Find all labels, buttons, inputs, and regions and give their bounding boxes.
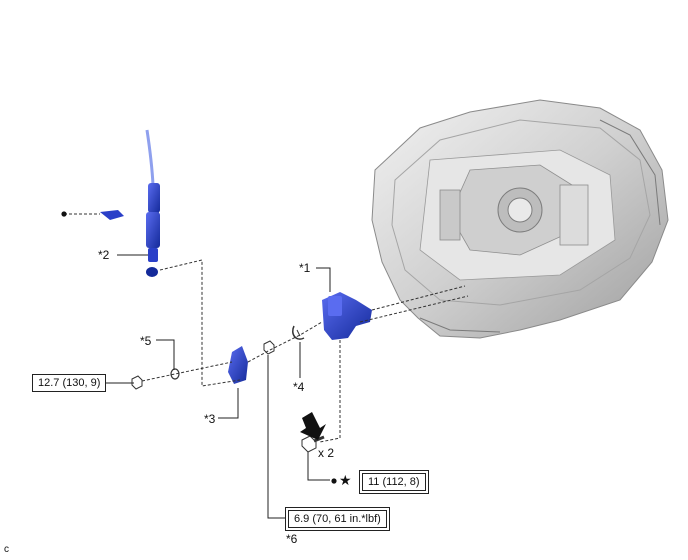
nut bbox=[131, 375, 143, 390]
alignment-lines bbox=[64, 213, 469, 443]
quantity-label: x 2 bbox=[318, 446, 335, 460]
nut-6 bbox=[263, 340, 275, 355]
callout-5: *5 bbox=[140, 334, 152, 348]
callout-6: *6 bbox=[286, 532, 298, 546]
bullet-icon bbox=[331, 478, 337, 484]
washer-ring bbox=[170, 368, 180, 380]
torque-box-6-9: 6.9 (70, 61 in.*lbf) bbox=[285, 507, 390, 531]
star-icon: ★ bbox=[339, 473, 352, 489]
torque-box-11: 11 (112, 8) bbox=[359, 470, 429, 494]
bullet-icon bbox=[61, 211, 67, 217]
callout-2: *2 bbox=[98, 248, 110, 262]
callout-1: *1 bbox=[299, 261, 311, 275]
cable-bracket bbox=[322, 292, 372, 340]
callout-3: *3 bbox=[204, 412, 216, 426]
transmission-assembly bbox=[371, 99, 669, 339]
figure-corner-letter: c bbox=[4, 544, 9, 555]
transmission-control-cable bbox=[100, 129, 160, 277]
bolt bbox=[301, 435, 325, 453]
clip-part bbox=[228, 346, 248, 384]
callout-4: *4 bbox=[293, 380, 305, 394]
washer-part bbox=[292, 325, 305, 340]
bold-down-arrow-icon bbox=[300, 412, 326, 440]
torque-box-12-7: 12.7 (130, 9) bbox=[32, 374, 107, 392]
